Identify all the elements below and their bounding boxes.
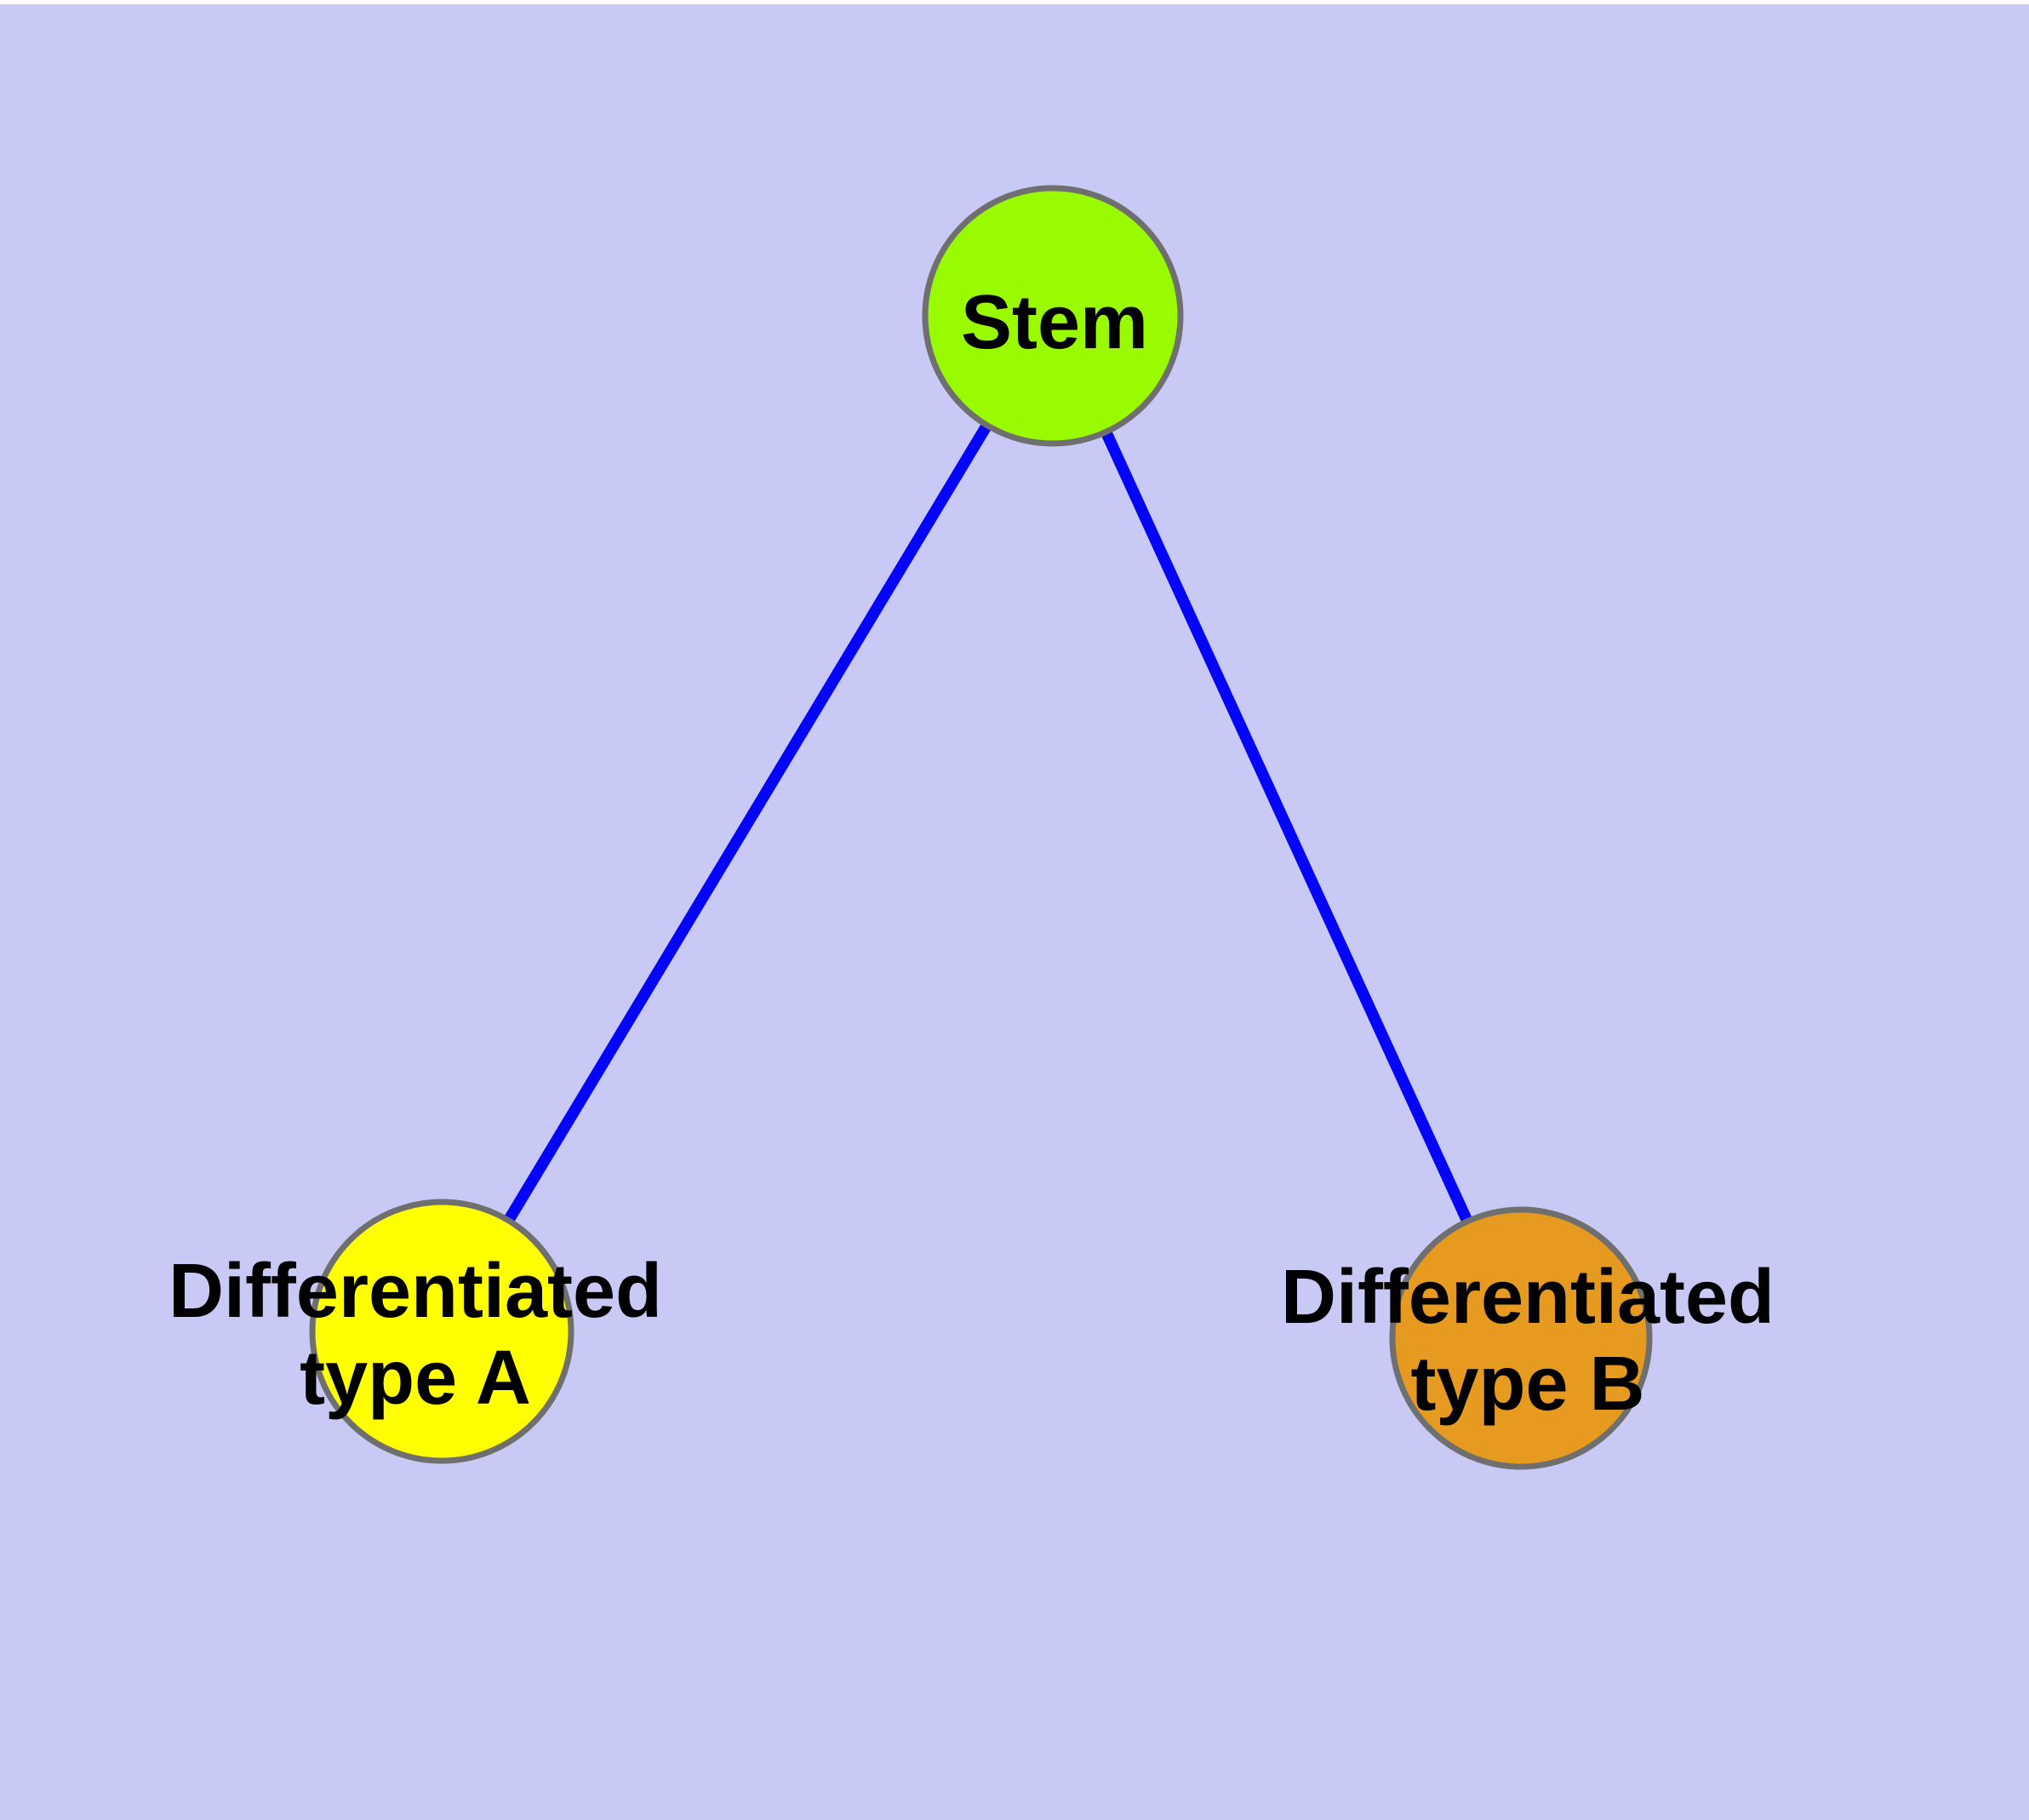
edge-stem-to-type-a [437, 312, 1058, 1335]
node-type-b-label-line2: type B [1410, 1342, 1644, 1427]
node-stem-circle [922, 185, 1184, 447]
node-type-a-label-line1: Differentiated [169, 1249, 662, 1334]
node-type-b-circle [1389, 1206, 1653, 1470]
node-type-b-label-line1: Differentiated [1281, 1255, 1775, 1340]
node-type-a-circle [309, 1199, 574, 1464]
node-type-a-label-line2: type A [300, 1336, 531, 1421]
edge-stem-to-type-b [1047, 313, 1527, 1341]
node-stem-label: Stem [961, 280, 1148, 365]
